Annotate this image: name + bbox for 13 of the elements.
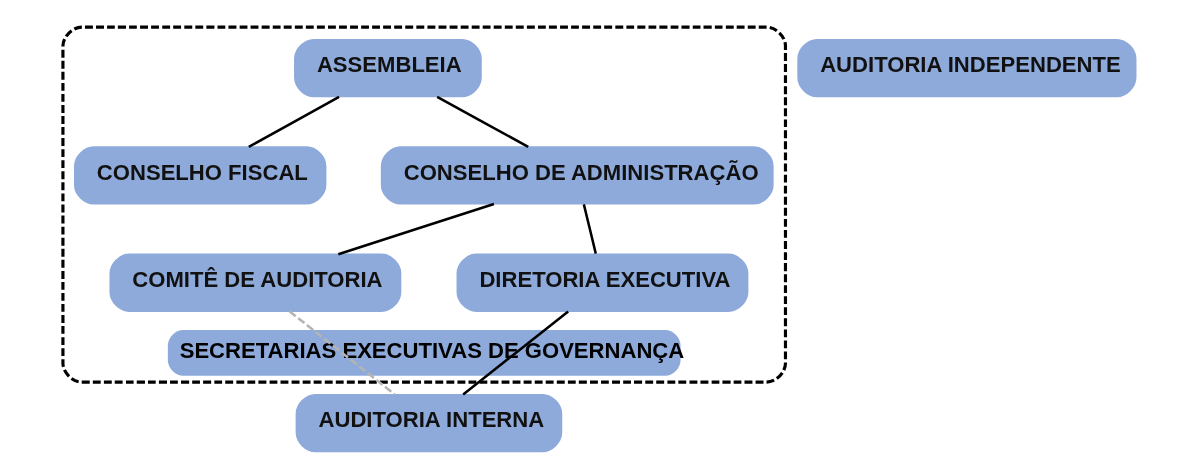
node-box: COMITÊ DE AUDITORIA bbox=[109, 253, 402, 312]
connector bbox=[462, 310, 569, 396]
node-box: CONSELHO DE ADMINISTRAÇÃO bbox=[380, 146, 774, 205]
node-box: CONSELHO FISCAL bbox=[73, 146, 327, 205]
connector bbox=[248, 95, 340, 148]
connector bbox=[582, 204, 597, 254]
node-box: DIRETORIA EXECUTIVA bbox=[456, 253, 749, 312]
connector bbox=[288, 310, 396, 396]
node-box: AUDITORIA INTERNA bbox=[295, 393, 563, 453]
node-box: AUDITORIA INDEPENDENTE bbox=[797, 38, 1137, 98]
connector bbox=[337, 202, 495, 256]
node-box: ASSEMBLEIA bbox=[294, 38, 482, 98]
connector bbox=[436, 95, 529, 148]
